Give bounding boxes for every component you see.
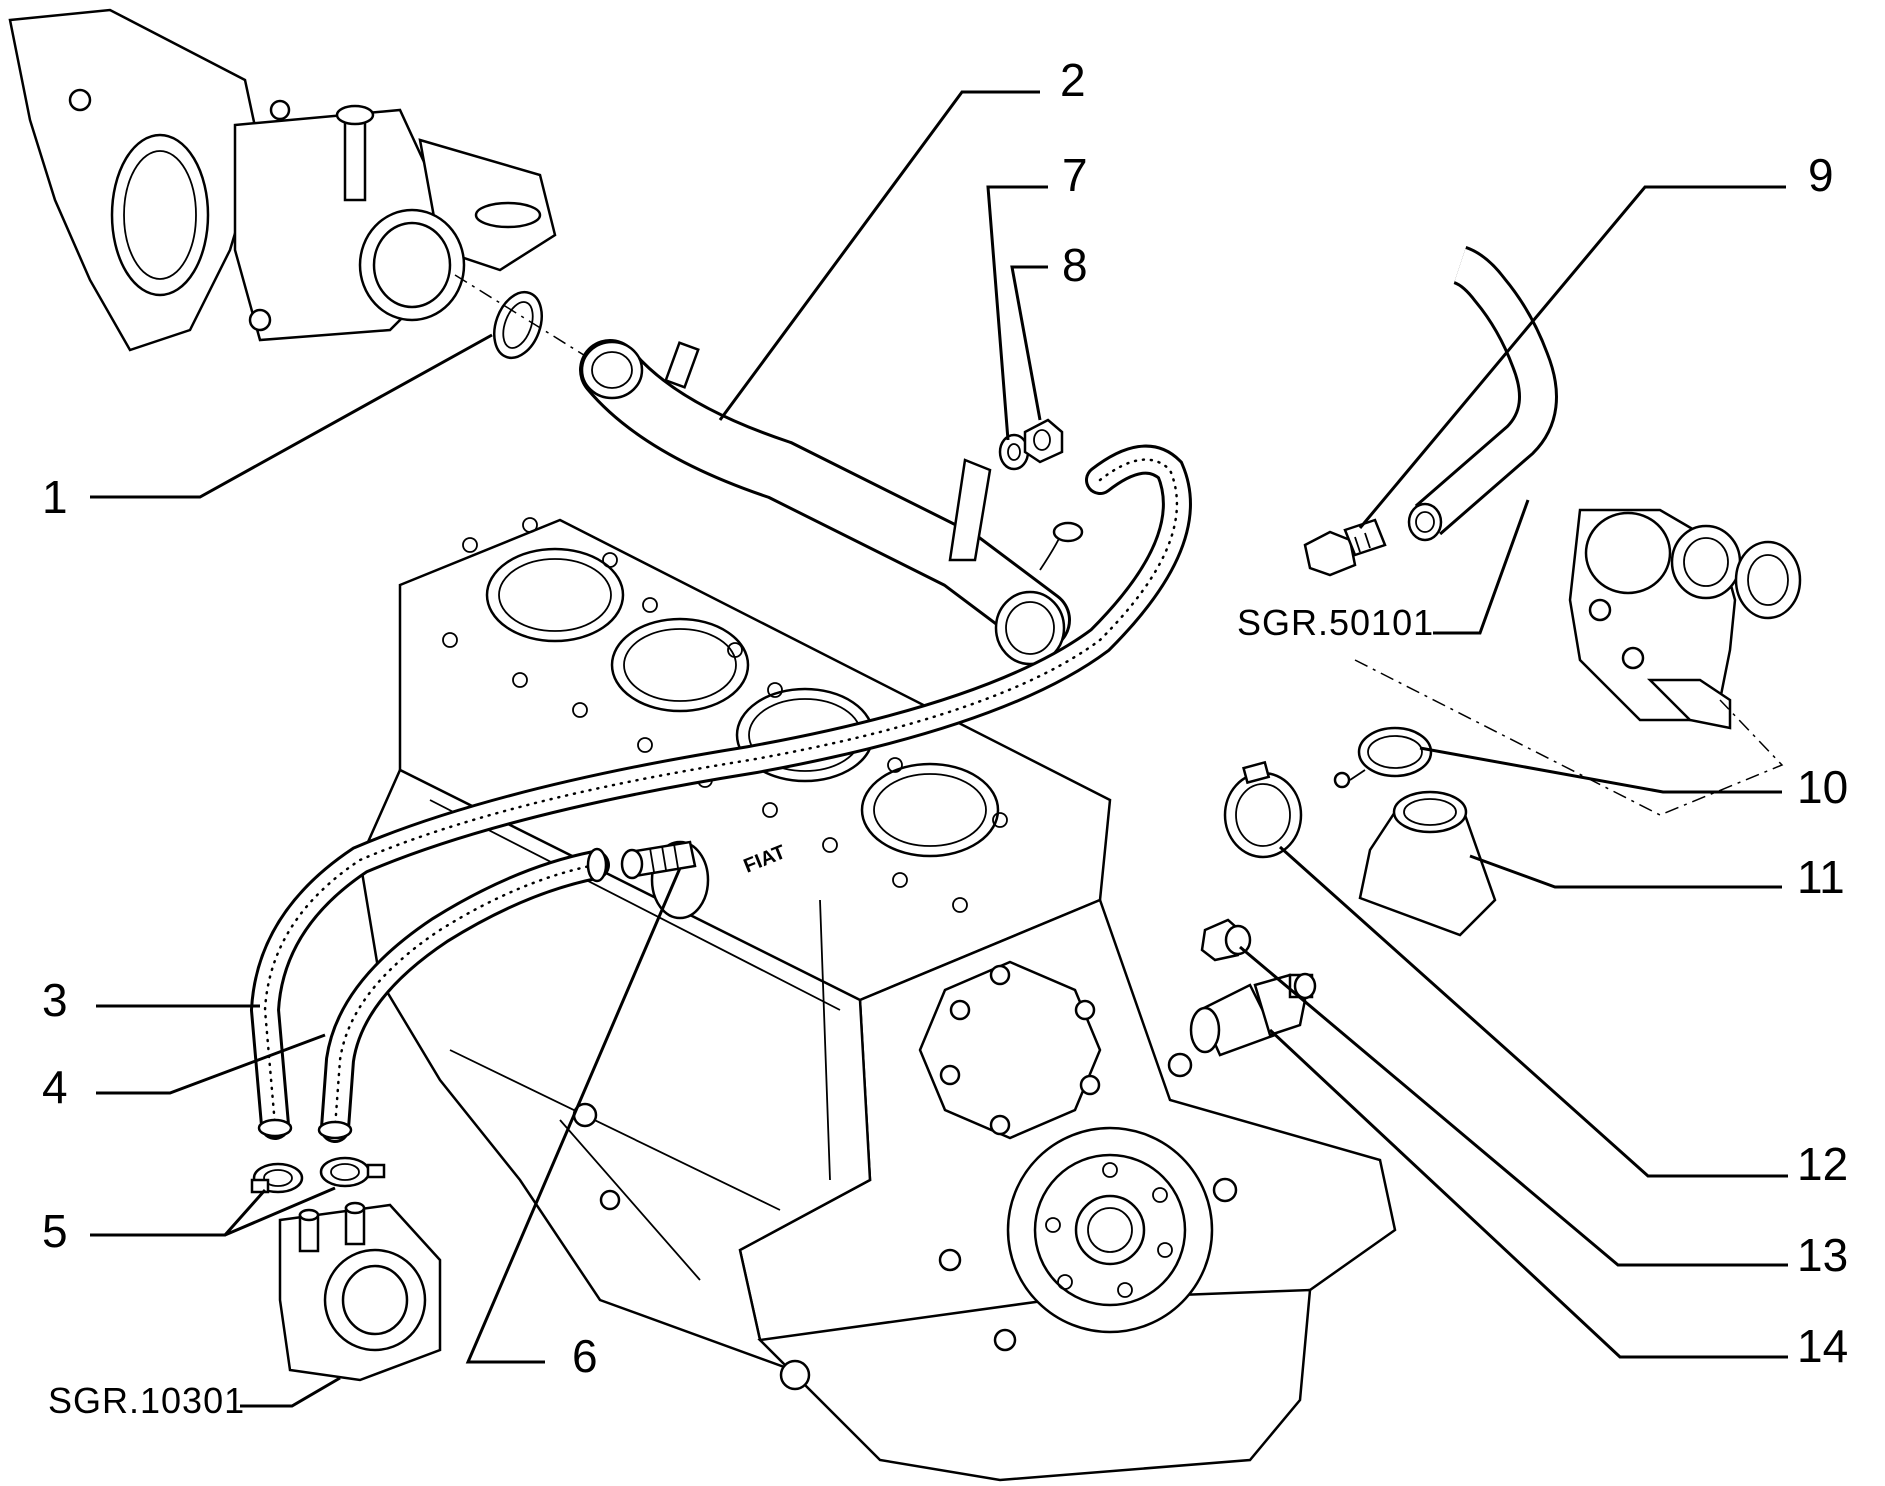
callout-6: 6 bbox=[572, 1330, 598, 1382]
callout-5: 5 bbox=[42, 1205, 68, 1257]
oil-filter-housing bbox=[8, 8, 557, 352]
callout-8: 8 bbox=[1062, 239, 1088, 291]
cylinder-bore-1 bbox=[485, 547, 625, 643]
cylinder-bore-2 bbox=[610, 617, 750, 713]
callout-12: 12 bbox=[1797, 1138, 1848, 1190]
callout-9: 9 bbox=[1808, 149, 1834, 201]
callout-1: 1 bbox=[42, 471, 68, 523]
callout-14: 14 bbox=[1797, 1320, 1848, 1372]
callout-10: 10 bbox=[1797, 761, 1848, 813]
part-10-clamp-ring bbox=[1333, 726, 1433, 789]
engine-block: FIAT bbox=[358, 517, 1397, 1482]
part-14-temperature-sender bbox=[1189, 972, 1317, 1057]
leader-lines bbox=[90, 90, 1788, 1408]
oil-cooler-assembly bbox=[278, 1201, 442, 1382]
part-8-nut bbox=[1023, 418, 1064, 464]
bypass-hose bbox=[1407, 246, 1558, 542]
callout-11: 11 bbox=[1797, 851, 1845, 903]
cylinder-bore-4 bbox=[860, 762, 1000, 858]
reference-sgr-10301: SGR.10301 bbox=[48, 1380, 245, 1421]
part-5-hose-clamps bbox=[250, 1156, 386, 1194]
part-3-hose bbox=[249, 444, 1192, 1140]
part-7-washer bbox=[998, 433, 1030, 471]
callout-7: 7 bbox=[1062, 149, 1088, 201]
part-13-plug bbox=[1200, 918, 1252, 962]
front-cover-plate bbox=[918, 960, 1102, 1140]
callout-3: 3 bbox=[42, 974, 68, 1026]
assembly-axis-2 bbox=[1354, 659, 1784, 816]
thermostat-housing bbox=[1568, 508, 1802, 730]
part-2-rigid-pipe bbox=[579, 339, 1084, 666]
callout-13: 13 bbox=[1797, 1229, 1848, 1281]
part-1-seal-ring bbox=[493, 290, 543, 360]
part-9-bolt bbox=[1303, 518, 1387, 577]
reference-sgr-50101: SGR.50101 bbox=[1237, 602, 1434, 643]
callout-4: 4 bbox=[42, 1061, 68, 1113]
part-11-short-hose bbox=[1358, 790, 1497, 937]
part-12-hose-clamp bbox=[1223, 760, 1303, 859]
part-4-hose bbox=[317, 847, 610, 1143]
callout-2: 2 bbox=[1060, 54, 1086, 106]
